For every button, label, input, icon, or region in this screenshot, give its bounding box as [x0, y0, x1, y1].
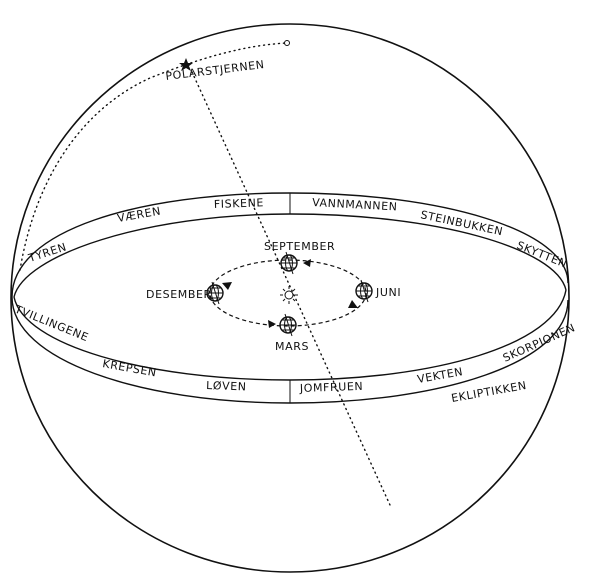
earth-globe-icon-juni: [355, 279, 373, 303]
month-label-desember: DESEMBER: [146, 288, 212, 301]
polarstar-label: POLARSTJERNEN: [165, 58, 265, 83]
zodiac-label-steinbukken: STEINBUKKEN: [419, 208, 504, 238]
month-label-juni: JUNI: [375, 286, 401, 299]
zodiac-label-vannmannen: VANNMANNEN: [312, 196, 398, 213]
precession-arc: [19, 42, 288, 271]
orbit-arrow-left: [222, 282, 232, 290]
zodiac-label-loven: LØVEN: [206, 379, 247, 393]
sun-icon: [280, 286, 298, 304]
zodiac-label-tyren: TYREN: [26, 240, 68, 265]
star-icon: [179, 58, 193, 71]
earth-globe-icon-mars: [279, 313, 297, 337]
earth-globe-icon-september: [280, 251, 298, 275]
zodiac-label-vaeren: VÆREN: [116, 205, 162, 225]
earth-globe-icon-desember: [206, 281, 224, 305]
celestial-sphere-outline: [10, 23, 570, 573]
month-label-september: SEPTEMBER: [264, 240, 335, 253]
zodiac-label-fiskene: FISKENE: [214, 196, 265, 211]
orbit-arrow-bottom: [268, 320, 276, 328]
zodiac-label-krepsen: KREPSEN: [101, 357, 157, 379]
celestial-pole-marker: [284, 40, 290, 46]
zodiac-label-jomfruen: JOMFRUEN: [299, 380, 364, 395]
month-label-mars: MARS: [275, 340, 309, 353]
zodiac-label-vekten: VEKTEN: [416, 365, 464, 386]
orbit-arrow-right: [348, 300, 358, 308]
zodiac-label-tvillingene: TVILLINGENE: [12, 302, 91, 344]
ecliptic-band-front-upper: [13, 289, 567, 381]
orbit-arrow-top: [303, 259, 311, 267]
rotation-axis: [191, 71, 391, 506]
earth-orbit: [209, 259, 367, 327]
